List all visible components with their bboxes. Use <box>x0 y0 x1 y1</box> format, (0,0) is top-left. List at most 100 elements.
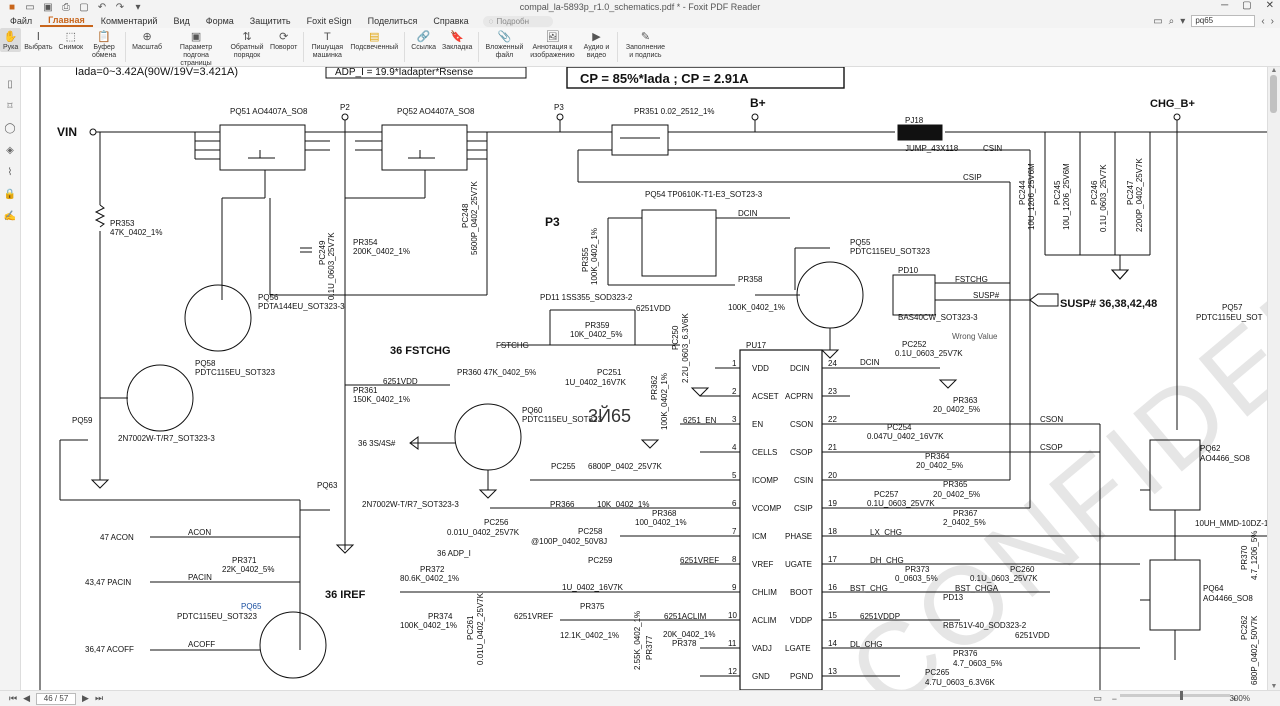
window-controls: ─ ▢ ✕ <box>1221 0 1274 11</box>
part-pr377-value: 2.55K_0402_1% <box>633 611 642 670</box>
pin-acset: ACSET <box>752 392 779 401</box>
zoom-button[interactable]: ⊕ Масштаб <box>129 28 165 52</box>
pin-csip: CSIP <box>794 504 813 513</box>
part-pc257-value: 0.1U_0603_25V7K <box>867 499 935 508</box>
highlight-button[interactable]: ▤ Подсвеченный <box>347 28 401 52</box>
net-lx-chg: LX_CHG <box>870 528 902 537</box>
tell-me-search[interactable]: ◌ Подробн <box>482 15 553 27</box>
menu-protect[interactable]: Защитить <box>249 16 291 26</box>
media-icon: ▶ <box>592 30 601 43</box>
pin-icm: ICM <box>752 532 767 541</box>
net-6251vref: 6251VREF <box>680 556 719 565</box>
menu-home[interactable]: Главная <box>40 15 93 27</box>
redo-icon[interactable]: ↷ <box>115 1 125 13</box>
save-icon[interactable]: ▣ <box>43 1 53 13</box>
image-annotation-button[interactable]: 🖼 Аннотация к изображению <box>526 28 578 60</box>
fit-page-label: Параметр подгона страницы <box>179 44 213 67</box>
ribbon: ✋ Рука Ⅰ Выбрать ⬚ Снимок 📋 Буфер обмена… <box>0 28 1280 67</box>
prev-page-icon[interactable]: ◀ <box>23 693 31 703</box>
vertical-scrollbar[interactable]: ▲ ▼ <box>1267 67 1280 690</box>
zoom-out-icon[interactable]: − <box>1111 693 1117 704</box>
search-icon[interactable]: ⌕ <box>1168 15 1175 27</box>
last-page-icon[interactable]: ⏭ <box>94 693 104 703</box>
fit-page-button[interactable]: ▣ Параметр подгона страницы <box>165 28 227 68</box>
first-page-icon[interactable]: ⏮ <box>9 693 18 703</box>
net-fstchg-line: FSTCHG <box>496 341 529 350</box>
zoom-slider[interactable] <box>1120 691 1230 700</box>
page-number-input[interactable]: 46 / 57 <box>36 692 77 705</box>
comments-icon[interactable]: ◯ <box>4 123 16 134</box>
next-page-icon[interactable]: ▶ <box>82 693 89 703</box>
menu-help[interactable]: Справка <box>433 16 469 26</box>
pin-boot: BOOT <box>790 588 813 597</box>
document-view[interactable]: CONFIDENTIAL <box>21 67 1268 690</box>
part-pr372: PR372 <box>420 565 445 574</box>
attachments-icon[interactable]: ⌇ <box>7 167 13 178</box>
hand-tool-button[interactable]: ✋ Рука <box>0 28 22 52</box>
rotate-button[interactable]: ⟳ Поворот <box>267 28 300 52</box>
new-icon[interactable]: ▢ <box>79 1 89 13</box>
menu-view[interactable]: Вид <box>173 16 190 26</box>
menu-bar: Файл Главная Комментарий Вид Форма Защит… <box>0 14 1280 28</box>
zoom-level[interactable]: 300% <box>1229 694 1250 703</box>
window-title: compal_la-5893p_r1.0_schematics.pdf * - … <box>519 2 761 12</box>
bookmarks-icon[interactable]: ⌑ <box>7 101 13 112</box>
attachment-button[interactable]: 📎 Вложенный файл <box>482 28 526 60</box>
menu-share[interactable]: Поделиться <box>367 16 418 26</box>
search-prev-icon[interactable]: ‹ <box>1261 15 1265 27</box>
scroll-down-icon[interactable]: ▼ <box>1270 683 1278 690</box>
part-pr368: PR368 <box>652 509 677 518</box>
media-button[interactable]: ▶ Аудио и видео <box>578 28 614 60</box>
close-icon[interactable]: ✕ <box>1265 0 1274 11</box>
reverse-order-button[interactable]: ⇅ Обратный порядок <box>227 28 267 60</box>
view-mode-icon[interactable]: ▭ <box>1093 693 1102 703</box>
part-pr361-value: 150K_0402_1% <box>353 395 410 404</box>
pin-en: EN <box>752 420 763 429</box>
net-fstchg: FSTCHG <box>955 275 988 284</box>
fill-sign-button[interactable]: ✎ Заполнение и подпись <box>621 28 669 60</box>
minimize-icon[interactable]: ─ <box>1221 0 1229 11</box>
net-dcin-b: DCIN <box>860 358 880 367</box>
part-pq63: PQ63 <box>317 481 338 490</box>
part-pc254-value: 0.047U_0402_16V7K <box>867 432 944 441</box>
open-icon[interactable]: ▭ <box>25 1 35 13</box>
net-adp-i: 36 ADP_I <box>437 549 471 558</box>
bookmark-button[interactable]: 🔖 Закладка <box>439 28 475 52</box>
search-next-icon[interactable]: › <box>1270 15 1274 27</box>
menu-file[interactable]: Файл <box>10 16 33 26</box>
select-tool-button[interactable]: Ⅰ Выбрать <box>21 28 55 52</box>
print-icon[interactable]: ⎙ <box>62 1 70 13</box>
maximize-icon[interactable]: ▢ <box>1242 0 1252 11</box>
zoom-slider-knob[interactable] <box>1180 691 1183 700</box>
link-button[interactable]: 🔗 Ссылка <box>408 28 439 52</box>
menu-esign[interactable]: Foxit eSign <box>306 16 352 26</box>
net-3s4s: 36 3S/4S# <box>358 439 396 448</box>
undo-icon[interactable]: ↶ <box>97 1 107 13</box>
pages-icon[interactable]: ▯ <box>7 79 13 90</box>
scrollbar-thumb[interactable] <box>1270 75 1277 113</box>
part-jump: JUMP_43X118 <box>905 144 959 153</box>
part-pr371: PR371 <box>232 556 257 565</box>
net-acon: 47 ACON <box>100 533 134 542</box>
part-pc248: PC248 <box>461 203 470 228</box>
customize-icon[interactable]: ▾ <box>135 1 141 13</box>
search-options-icon[interactable]: ▾ <box>1180 15 1186 27</box>
snapshot-button[interactable]: ⬚ Снимок <box>55 28 86 52</box>
layers-icon[interactable]: ◈ <box>6 145 14 156</box>
zoom-in-icon[interactable]: + <box>1231 693 1237 704</box>
part-pr362-value: 100K_0402_1% <box>660 373 669 430</box>
menu-comment[interactable]: Комментарий <box>100 16 158 26</box>
menu-form[interactable]: Форма <box>205 16 234 26</box>
part-pd13: PD13 <box>943 593 964 602</box>
part-pc256-value: 0.01U_0402_25V7K <box>447 528 520 537</box>
part-pc255-value: 6800P_0402_25V7K <box>588 462 663 471</box>
scroll-up-icon[interactable]: ▲ <box>1270 67 1278 74</box>
typewriter-button[interactable]: T Пишущая машинка <box>307 28 347 60</box>
search-input[interactable]: pq65 <box>1191 15 1256 27</box>
part-pr358: PR358 <box>738 275 763 284</box>
part-pr351: PR351 0.02_2512_1% <box>634 107 715 116</box>
screen-icon[interactable]: ▭ <box>1153 15 1163 27</box>
clipboard-button[interactable]: 📋 Буфер обмена <box>86 28 122 60</box>
signature-icon[interactable]: ✍ <box>3 211 17 222</box>
security-icon[interactable]: 🔒 <box>3 189 17 200</box>
